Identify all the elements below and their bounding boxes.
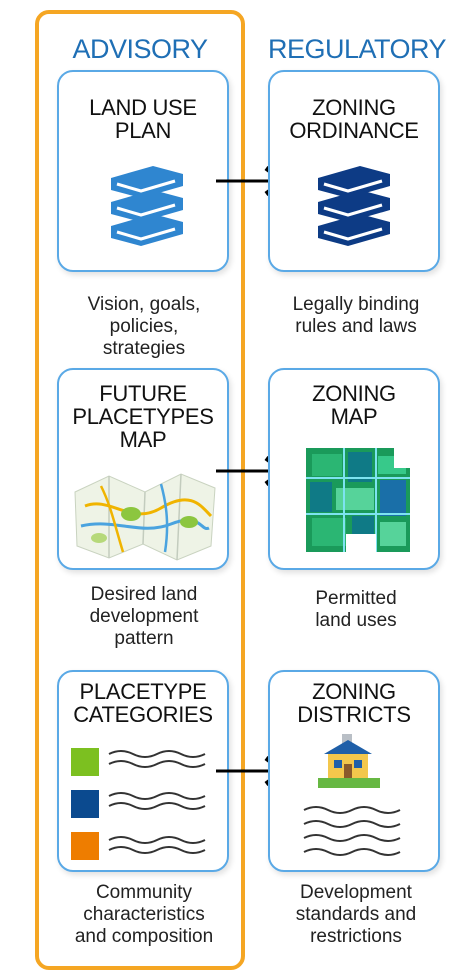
books-icon bbox=[318, 166, 390, 246]
zoning-ordinance-caption: Legally binding rules and laws bbox=[292, 294, 420, 337]
future-placetypes-map-card: FUTURE PLACETYPES MAP bbox=[57, 368, 229, 570]
future-placetypes-map-caption: Desired land development pattern bbox=[89, 584, 199, 649]
folded-map-icon bbox=[74, 473, 216, 561]
land-use-plan-card: LAND USE PLAN bbox=[57, 70, 229, 272]
zoning-ordinance-card: ZONING ORDINANCE bbox=[268, 70, 440, 272]
books-icon bbox=[111, 166, 183, 246]
building-icon bbox=[318, 734, 380, 788]
land-use-plan-caption: Vision, goals, policies, strategies bbox=[87, 294, 201, 359]
zoning-map-title: ZONING MAP bbox=[312, 381, 396, 429]
placetype-categories-caption: Community characteristics and compositio… bbox=[74, 882, 214, 947]
regulatory-header: REGULATORY bbox=[267, 34, 447, 64]
future-placetypes-map-title: FUTURE PLACETYPES MAP bbox=[72, 381, 214, 452]
zoning-districts-caption: Development standards and restrictions bbox=[295, 882, 417, 947]
zoning-ordinance-title: ZONING ORDINANCE bbox=[289, 95, 419, 143]
color-legend-icon bbox=[71, 748, 206, 860]
zoning-districts-card: ZONING DISTRICTS bbox=[268, 670, 440, 872]
land-use-plan-title: LAND USE PLAN bbox=[89, 95, 197, 143]
advisory-header: ADVISORY bbox=[72, 34, 208, 64]
placetype-categories-card: PLACETYPE CATEGORIES bbox=[57, 670, 229, 872]
zoning-map-caption: Permitted land uses bbox=[315, 588, 397, 631]
text-lines-icon bbox=[303, 806, 401, 856]
zoning-map-card: ZONING MAP bbox=[268, 368, 440, 570]
zoning-map-icon bbox=[306, 448, 410, 552]
placetype-categories-title: PLACETYPE CATEGORIES bbox=[73, 679, 213, 727]
zoning-districts-title: ZONING DISTRICTS bbox=[297, 679, 411, 727]
